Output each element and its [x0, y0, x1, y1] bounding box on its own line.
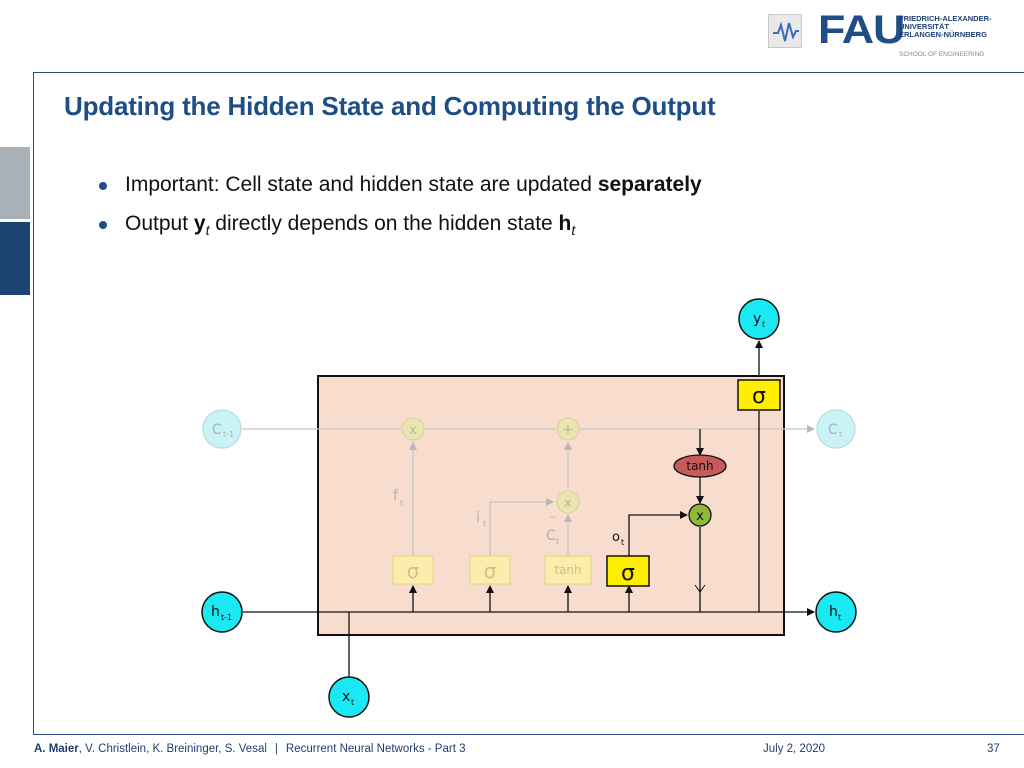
svg-text:t: t	[351, 698, 354, 707]
next-hidden-state-node: h t	[815, 591, 857, 633]
svg-text:t-1: t-1	[221, 613, 232, 622]
prev-cell-state-node: C t-1	[202, 409, 242, 449]
forget-multiply-op: x	[401, 417, 425, 441]
bullet-dot-icon	[99, 182, 107, 190]
input-x-node: x t	[328, 676, 370, 718]
university-name: FRIEDRICH-ALEXANDER- UNIVERSITÄT ERLANGE…	[899, 14, 992, 39]
bullet-item: Important: Cell state and hidden state a…	[99, 170, 702, 209]
next-cell-state-node: C t	[816, 409, 856, 449]
svg-text:σ: σ	[752, 384, 766, 409]
department-logo	[768, 14, 802, 48]
frame-left-rule	[33, 72, 34, 734]
forget-gate-label: f t	[393, 488, 403, 508]
svg-text:y: y	[753, 311, 761, 327]
svg-text:i: i	[476, 510, 480, 526]
svg-text:x: x	[342, 689, 350, 705]
svg-text:o: o	[612, 530, 620, 545]
cell-state-path	[242, 425, 815, 556]
svg-text:t: t	[838, 613, 841, 622]
candidate-cell-label: ~ C t	[546, 513, 559, 546]
svg-text:C: C	[828, 422, 838, 438]
svg-text:x: x	[564, 496, 572, 511]
fau-logo: FAU	[818, 8, 905, 52]
bullet-item: Output yt directly depends on the hidden…	[99, 209, 702, 248]
svg-text:t-1: t-1	[223, 430, 234, 439]
svg-text:t: t	[762, 320, 765, 329]
candidate-tanh-gate: tanh	[544, 555, 592, 585]
side-tab-blue	[0, 222, 30, 295]
waveform-icon	[773, 21, 799, 42]
bullet-dot-icon	[99, 221, 107, 229]
input-multiply-op: x	[556, 490, 580, 514]
active-paths	[243, 340, 815, 678]
slide-title: Updating the Hidden State and Computing …	[64, 91, 716, 121]
output-gate-label: o t	[612, 530, 624, 547]
lstm-cell-body	[317, 375, 785, 636]
svg-text:x: x	[696, 509, 704, 524]
school-name: SCHOOL OF ENGINEERING	[899, 51, 985, 58]
output-y-node: y t	[738, 298, 780, 340]
input-gate-label: i t	[476, 510, 486, 528]
svg-text:tanh: tanh	[686, 459, 713, 473]
svg-text:t: t	[621, 538, 624, 547]
svg-text:t: t	[839, 430, 842, 439]
svg-text:~: ~	[549, 513, 557, 523]
svg-text:C: C	[212, 422, 222, 438]
y-output-sigma-gate: σ	[737, 379, 781, 411]
svg-text:f: f	[393, 488, 399, 504]
footer-credits: A. Maier, V. Christlein, K. Breininger, …	[34, 743, 466, 755]
footer-date: July 2, 2020	[763, 743, 826, 755]
svg-text:t: t	[556, 537, 559, 546]
svg-text:x: x	[409, 423, 417, 438]
svg-text:t: t	[400, 499, 403, 508]
bullet-list: Important: Cell state and hidden state a…	[99, 170, 702, 248]
frame-bottom-rule	[33, 734, 1024, 735]
svg-text:t: t	[483, 519, 486, 528]
cell-tanh-op: tanh	[673, 454, 727, 478]
cell-add-op: +	[556, 417, 580, 441]
forget-sigma-gate: σ	[392, 555, 434, 585]
input-sigma-gate: σ	[469, 555, 511, 585]
side-tab-gray	[0, 147, 30, 219]
svg-text:+: +	[562, 422, 574, 438]
svg-text:h: h	[211, 604, 220, 620]
svg-text:σ: σ	[484, 559, 497, 583]
svg-text:C: C	[546, 528, 556, 544]
output-multiply-op: x	[688, 503, 712, 527]
page-number: 37	[987, 743, 1000, 755]
svg-text:tanh: tanh	[554, 563, 581, 577]
frame-top-rule	[33, 72, 1024, 73]
svg-text:h: h	[829, 604, 838, 620]
prev-hidden-state-node: h t-1	[201, 591, 243, 633]
arrow-down-icon	[694, 584, 706, 593]
output-sigma-gate: σ	[606, 555, 650, 587]
svg-text:σ: σ	[621, 561, 635, 586]
svg-text:σ: σ	[407, 559, 420, 583]
